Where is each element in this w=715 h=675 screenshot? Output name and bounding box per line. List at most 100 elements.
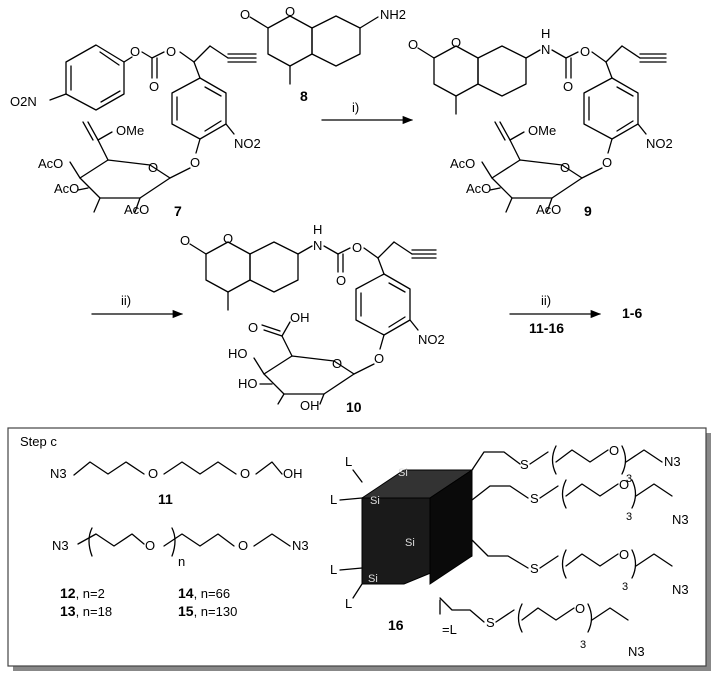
l-label-16a: L <box>345 454 352 469</box>
s-label-arm3: S <box>530 561 539 576</box>
ho-label-10b: HO <box>238 376 258 391</box>
o-label-arm2: O <box>619 477 629 492</box>
oxygen-label-11a: O <box>148 466 158 481</box>
variant-15: 15, n=130 <box>178 603 237 619</box>
n3-label-arm1: N3 <box>664 454 681 469</box>
carbonyl-oxygen-label-9: O <box>408 37 418 52</box>
l-label-16b: L <box>330 492 337 507</box>
compound-11-structure <box>73 461 283 476</box>
subscript-n-label: n <box>178 554 185 569</box>
si-label-16b: Si <box>370 495 380 507</box>
carbonyl-oxygen-label-10: O <box>180 233 190 248</box>
reagent-label-final-bottom: 11-16 <box>529 320 564 336</box>
l-label-16d: L <box>345 596 352 611</box>
oxygen-label-9c: O <box>602 155 612 170</box>
oxygen-label-11b: O <box>240 466 250 481</box>
si-label-16a: Si <box>398 467 408 479</box>
oxygen-label-7d: O <box>190 155 200 170</box>
compound-11-label: 11 <box>158 491 173 507</box>
s-label-arm1: S <box>520 457 529 472</box>
compound-16-label: 16 <box>388 617 404 633</box>
o-label-arm3: O <box>619 547 629 562</box>
peg-arm-2 <box>539 479 673 509</box>
compound-7-structure <box>49 44 257 213</box>
si-label-16d: Si <box>368 573 378 585</box>
n3-label-12a: N3 <box>52 538 69 553</box>
oxygen-label-10a: O <box>352 240 362 255</box>
aco-label-9c: AcO <box>536 202 561 217</box>
n3-label-arm4: N3 <box>628 644 645 659</box>
reagent-label-final-top: ii) <box>541 293 551 308</box>
aco-label-7b: AcO <box>54 181 79 196</box>
oxygen-label-12b: O <box>238 538 248 553</box>
acid-oh-label-10: OH <box>290 310 310 325</box>
sub3-label-arm2: 3 <box>626 511 632 523</box>
compound-8-label: 8 <box>300 88 308 104</box>
aco-label-7c: AcO <box>124 202 149 217</box>
ring-oxygen-label-9: O <box>451 35 461 50</box>
compound-16-cube <box>360 469 474 585</box>
carbonyl-oxygen-label-8: O <box>240 7 250 22</box>
compound-9-structure <box>417 45 667 213</box>
variant-14: 14, n=66 <box>178 585 230 601</box>
n3-label-arm3: N3 <box>672 582 689 597</box>
nh-n-label-9: N <box>541 42 550 57</box>
compound-8-structure <box>249 15 379 85</box>
ring-oxygen-label-10b: O <box>332 356 342 371</box>
peg-arm-4 <box>495 603 629 633</box>
reagent-label-i: i) <box>352 100 359 115</box>
no2-label-7: NO2 <box>234 136 261 151</box>
s-label-arm2: S <box>530 491 539 506</box>
oxygen-label-7b: O <box>166 44 176 59</box>
oh-label-11: OH <box>283 466 303 481</box>
ome-label-7: OMe <box>116 123 144 138</box>
no2-label-9: NO2 <box>646 136 673 151</box>
compound-10-structure <box>189 241 437 405</box>
s-label-arm4: S <box>486 615 495 630</box>
peg-arm-3 <box>539 549 673 579</box>
o-label-arm4: O <box>575 601 585 616</box>
nh-n-label-10: N <box>313 238 322 253</box>
compound-10-label: 10 <box>346 399 362 415</box>
oxygen-label-9a: O <box>580 44 590 59</box>
reagent-label-ii: ii) <box>121 293 131 308</box>
ring-oxygen-label-10: O <box>223 231 233 246</box>
oxygen-label-9b: O <box>563 79 573 94</box>
n3-label-12b: N3 <box>292 538 309 553</box>
aco-label-9b: AcO <box>466 181 491 196</box>
no2-label-10: NO2 <box>418 332 445 347</box>
compound-9-label: 9 <box>584 203 592 219</box>
compound-7-label: 7 <box>174 203 182 219</box>
oxygen-label-7a: O <box>130 44 140 59</box>
nh2-label-8: NH2 <box>380 7 406 22</box>
compound-12-15-structure <box>77 527 291 557</box>
variant-13: 13, n=18 <box>60 603 112 619</box>
ring-oxygen-label-8: O <box>285 4 295 19</box>
sub3-label-arm3: 3 <box>622 581 628 593</box>
o-label-arm1: O <box>609 443 619 458</box>
n3-label-arm2: N3 <box>672 512 689 527</box>
oxygen-label-10b: O <box>336 273 346 288</box>
oh-label-10: OH <box>300 398 320 413</box>
variant-12: 12, n=2 <box>60 585 105 601</box>
nh-h-label-9: H <box>541 26 550 41</box>
product-label: 1-6 <box>622 305 642 321</box>
ring-oxygen-label-7: O <box>148 160 158 175</box>
ring-oxygen-label-9b: O <box>560 160 570 175</box>
sub3-label-arm4: 3 <box>580 639 586 651</box>
oxygen-label-10c: O <box>374 351 384 366</box>
ome-label-9: OMe <box>528 123 556 138</box>
si-label-16c: Si <box>405 537 415 549</box>
nh-h-label-10: H <box>313 222 322 237</box>
n3-label-11: N3 <box>50 466 67 481</box>
o2n-label-7: O2N <box>10 94 37 109</box>
oxygen-label-12a: O <box>145 538 155 553</box>
acid-o-label-10: O <box>248 320 258 335</box>
compound-16-substituents <box>339 451 529 623</box>
oxygen-label-7c: O <box>149 79 159 94</box>
peg-arm-1 <box>529 445 663 475</box>
step-c-box <box>7 427 707 667</box>
l-label-16c: L <box>330 562 337 577</box>
aco-label-9a: AcO <box>450 156 475 171</box>
